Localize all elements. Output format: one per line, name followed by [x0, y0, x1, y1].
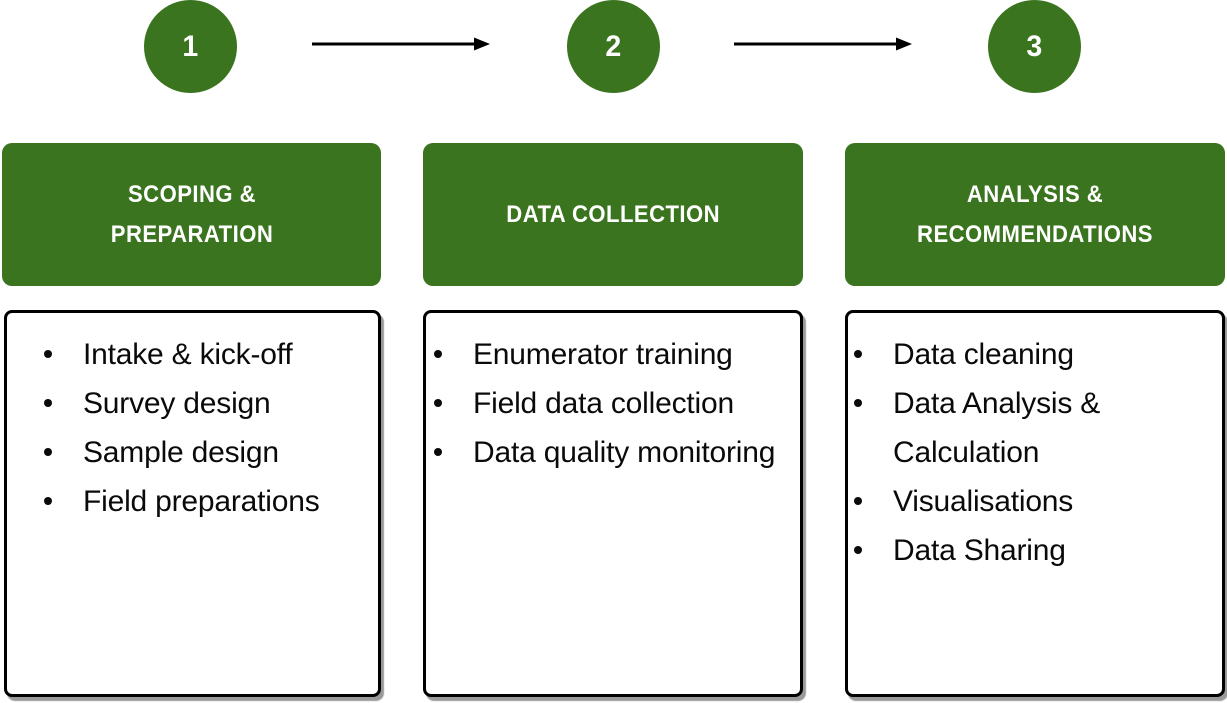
- step-3-number: 3: [1026, 29, 1043, 63]
- step-1-number: 1: [182, 29, 199, 63]
- bullet-icon: [44, 399, 52, 407]
- task-list-analysis-recommendations: Data cleaning Data Analysis & Calculatio…: [845, 310, 1225, 697]
- step-2-circle: 2: [567, 0, 660, 93]
- phase-header-label: ANALYSIS & RECOMMENDATIONS: [917, 180, 1153, 248]
- phase-header-analysis-recommendations: ANALYSIS & RECOMMENDATIONS: [845, 143, 1225, 286]
- list-item: Data cleaning: [848, 330, 1214, 379]
- bullet-icon: [434, 350, 442, 358]
- list-item: Data quality monitoring: [426, 428, 792, 477]
- list-item-label: Data cleaning: [893, 338, 1074, 371]
- list-item-label: Visualisations: [893, 485, 1074, 518]
- list-item: Enumerator training: [426, 330, 792, 379]
- list-item-label: Data quality monitoring: [473, 436, 776, 469]
- list-item: Field preparations: [7, 477, 370, 526]
- task-list: Data cleaning Data Analysis & Calculatio…: [848, 313, 1222, 575]
- bullet-icon: [854, 546, 862, 554]
- bullet-icon: [434, 399, 442, 407]
- list-item-label: Field preparations: [83, 485, 320, 518]
- bullet-icon: [854, 350, 862, 358]
- phase-header-label: SCOPING & PREPARATION: [110, 180, 273, 248]
- step-1-circle: 1: [144, 0, 237, 93]
- list-item-label: Field data collection: [473, 387, 734, 420]
- list-item: Survey design: [7, 379, 370, 428]
- step-2-number: 2: [605, 29, 622, 63]
- task-list: Intake & kick-off Survey design Sample d…: [7, 313, 378, 526]
- task-list: Enumerator training Field data collectio…: [426, 313, 800, 477]
- list-item-label: Sample design: [83, 436, 279, 469]
- list-item: Sample design: [7, 428, 370, 477]
- phase-header-label: DATA COLLECTION: [506, 200, 720, 228]
- list-item-label: Data Analysis & Calculation: [893, 387, 1101, 469]
- task-list-data-collection: Enumerator training Field data collectio…: [423, 310, 803, 697]
- task-list-scoping-preparation: Intake & kick-off Survey design Sample d…: [4, 310, 381, 697]
- list-item-label: Data Sharing: [893, 534, 1066, 567]
- list-item: Visualisations: [848, 477, 1214, 526]
- bullet-icon: [44, 448, 52, 456]
- step-3-circle: 3: [988, 0, 1081, 93]
- list-item: Data Analysis & Calculation: [848, 379, 1214, 477]
- list-item-label: Enumerator training: [473, 338, 733, 371]
- right-arrow-icon: [312, 37, 490, 51]
- bullet-icon: [44, 350, 52, 358]
- list-item: Intake & kick-off: [7, 330, 370, 379]
- list-item-label: Survey design: [83, 387, 271, 420]
- bullet-icon: [854, 399, 862, 407]
- list-item: Data Sharing: [848, 526, 1214, 575]
- phase-header-data-collection: DATA COLLECTION: [423, 143, 803, 286]
- right-arrow-icon: [734, 37, 912, 51]
- list-item: Field data collection: [426, 379, 792, 428]
- bullet-icon: [44, 497, 52, 505]
- bullet-icon: [854, 497, 862, 505]
- phase-header-scoping-preparation: SCOPING & PREPARATION: [2, 143, 381, 286]
- bullet-icon: [434, 448, 442, 456]
- list-item-label: Intake & kick-off: [83, 338, 293, 371]
